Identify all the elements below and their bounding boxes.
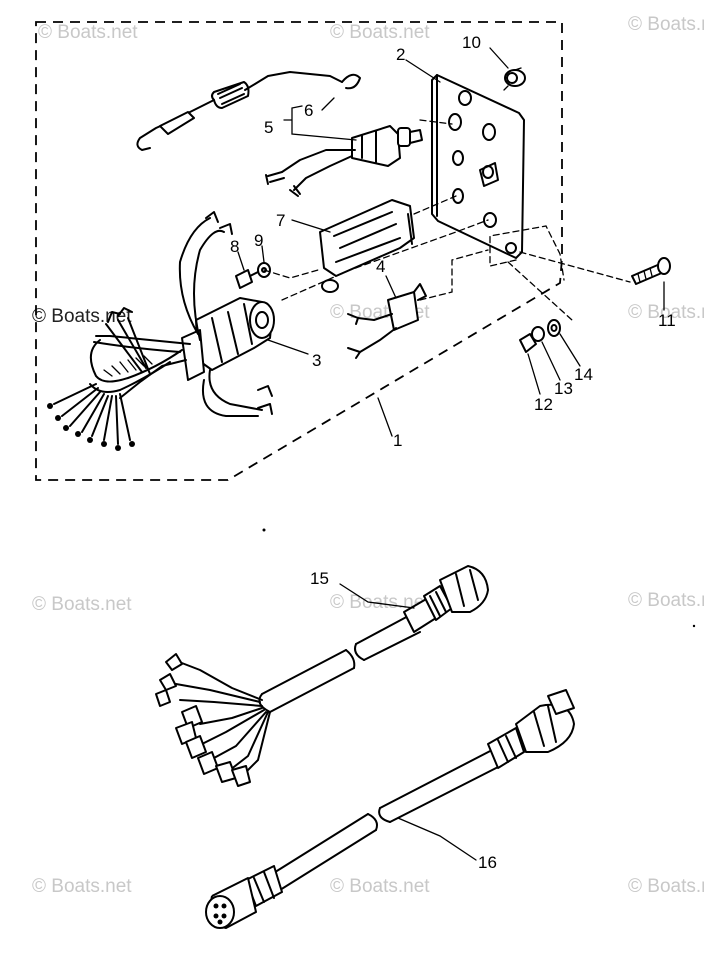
watermark-1: © Boats.net [38, 22, 138, 43]
callouts: 1 2 3 4 5 6 7 8 9 10 11 12 13 14 15 16 [230, 33, 676, 872]
washer-13 [531, 326, 545, 342]
main-switch-wires [93, 211, 273, 417]
watermark-7: © Boats.net [32, 594, 132, 615]
callout-10: 10 [462, 33, 481, 52]
callout-12: 12 [534, 395, 553, 414]
callout-15: 15 [310, 569, 329, 588]
emergency-switch [265, 125, 423, 197]
watermark-9: © Boats.net [628, 590, 704, 611]
grommet [503, 67, 526, 91]
callout-2: 2 [396, 45, 405, 64]
lanyard [136, 71, 361, 151]
watermarks: © Boats.net © Boats.net © Boats.net © Bo… [32, 14, 704, 897]
bracket-plate [431, 74, 525, 259]
callout-1: 1 [393, 431, 402, 450]
callout-14: 14 [574, 365, 593, 384]
main-harness [47, 339, 183, 451]
callout-11: 11 [658, 311, 676, 330]
assembly-guides [263, 119, 631, 321]
watermark-10: © Boats.net [32, 876, 132, 897]
extension-harness-16 [205, 689, 575, 929]
screw-11 [631, 257, 671, 285]
main-switch [119, 297, 275, 399]
callout-9: 9 [254, 231, 263, 250]
scan-specks [262, 528, 696, 628]
watermark-6: © Boats.net [628, 302, 704, 323]
watermark-11: © Boats.net [330, 876, 430, 897]
watermark-8: © Boats.net [330, 592, 430, 613]
callout-8: 8 [230, 237, 239, 256]
callout-13: 13 [554, 379, 573, 398]
watermark-12: © Boats.net [628, 876, 704, 897]
callout-5: 5 [264, 118, 273, 137]
screw-8 [235, 269, 259, 289]
watermark-3: © Boats.net [628, 14, 704, 35]
extension-harness-15 [155, 565, 489, 787]
callout-4: 4 [376, 257, 385, 276]
watermark-2: © Boats.net [330, 22, 430, 43]
washer-14 [547, 319, 561, 337]
callout-7: 7 [276, 211, 285, 230]
leader-lines [237, 47, 665, 861]
toggle-switch [347, 283, 427, 359]
callout-16: 16 [478, 853, 497, 872]
assembly-boundary [35, 21, 563, 481]
nut-12 [519, 333, 537, 353]
callout-3: 3 [312, 351, 321, 370]
callout-6: 6 [304, 101, 313, 120]
cover [319, 199, 415, 293]
